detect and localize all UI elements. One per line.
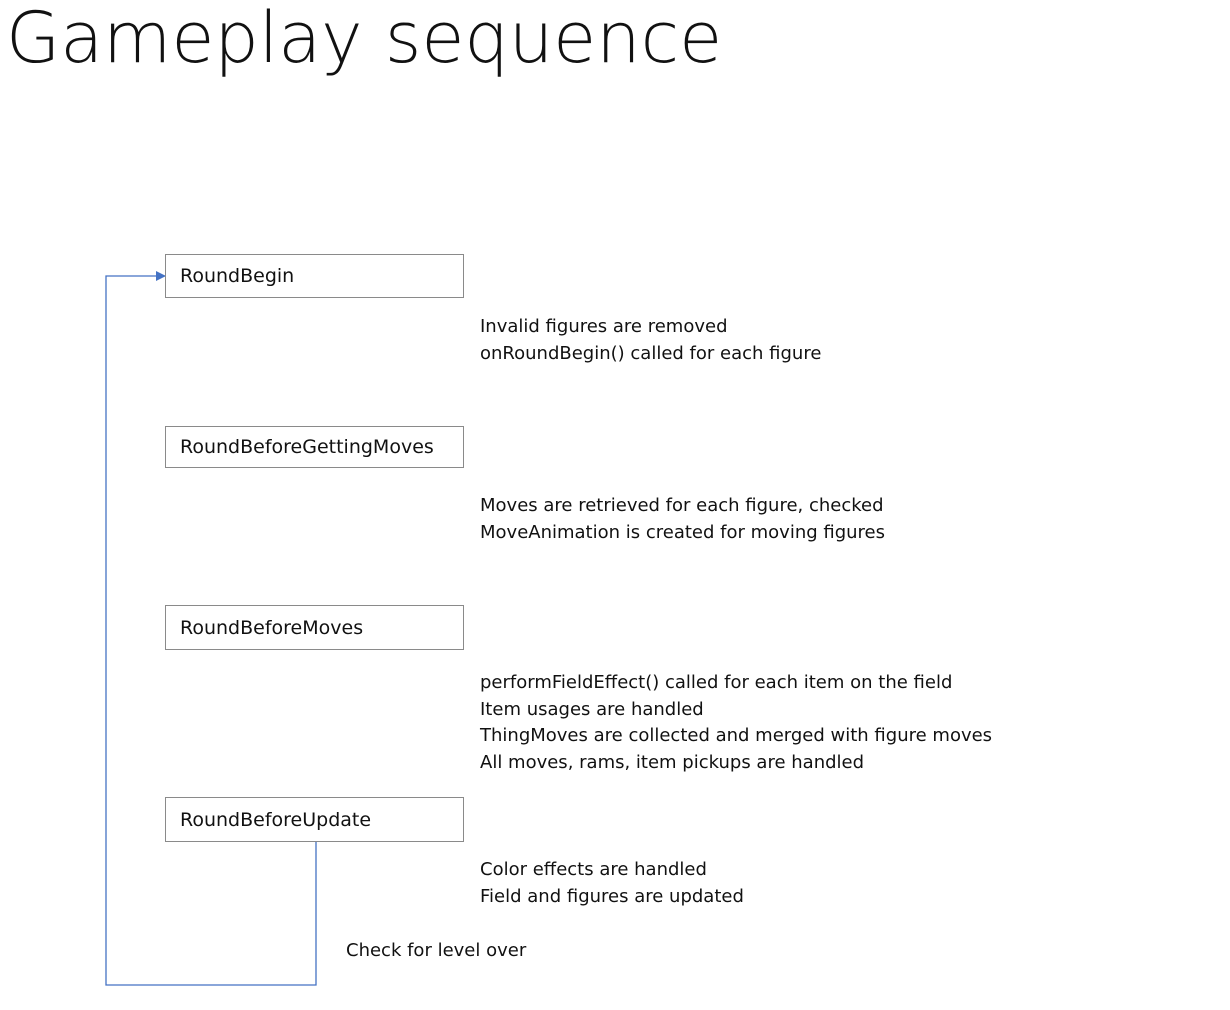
description-line: performFieldEffect() called for each ite…: [480, 672, 953, 693]
loop-back-line: [105, 271, 317, 986]
state-description-round-before-update: Color effects are handled Field and figu…: [480, 857, 744, 910]
loop-label: Check for level over: [346, 940, 527, 961]
state-round-before-update: RoundBeforeUpdate: [165, 797, 464, 842]
state-description-round-begin: Invalid figures are removed onRoundBegin…: [480, 314, 821, 367]
state-round-before-getting-moves: RoundBeforeGettingMoves: [165, 426, 464, 468]
description-line: Color effects are handled: [480, 859, 707, 880]
state-round-begin: RoundBegin: [165, 254, 464, 298]
description-line: ThingMoves are collected and merged with…: [480, 725, 993, 746]
description-line: Field and figures are updated: [480, 885, 744, 907]
state-round-before-moves: RoundBeforeMoves: [165, 605, 464, 650]
state-label: RoundBeforeUpdate: [180, 808, 372, 831]
state-description-round-before-moves: performFieldEffect() called for each ite…: [480, 670, 992, 776]
description-line: Item usages are handled: [480, 698, 704, 720]
description-line: Invalid figures are removed: [480, 316, 728, 337]
description-line: All moves, rams, item pickups are handle…: [480, 751, 865, 773]
description-line: Moves are retrieved for each figure, che…: [480, 495, 884, 516]
state-description-round-before-getting-moves: Moves are retrieved for each figure, che…: [480, 493, 885, 546]
state-label: RoundBegin: [180, 265, 295, 287]
state-label: RoundBeforeGettingMoves: [180, 436, 434, 458]
state-label: RoundBeforeMoves: [180, 616, 364, 639]
description-line: onRoundBegin() called for each figure: [480, 342, 822, 364]
page-title: Gameplay sequence: [6, 0, 723, 79]
description-line: MoveAnimation is created for moving figu…: [480, 521, 885, 543]
